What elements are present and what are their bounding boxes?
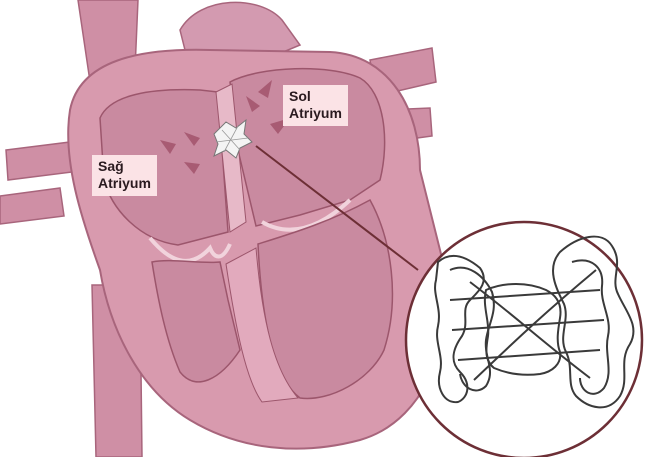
vessel-left-upper xyxy=(6,142,72,180)
vessel-left-lower xyxy=(0,188,64,224)
label-right-atrium: Sağ Atriyum xyxy=(92,155,157,196)
label-left-atrium: Sol Atriyum xyxy=(283,85,348,126)
